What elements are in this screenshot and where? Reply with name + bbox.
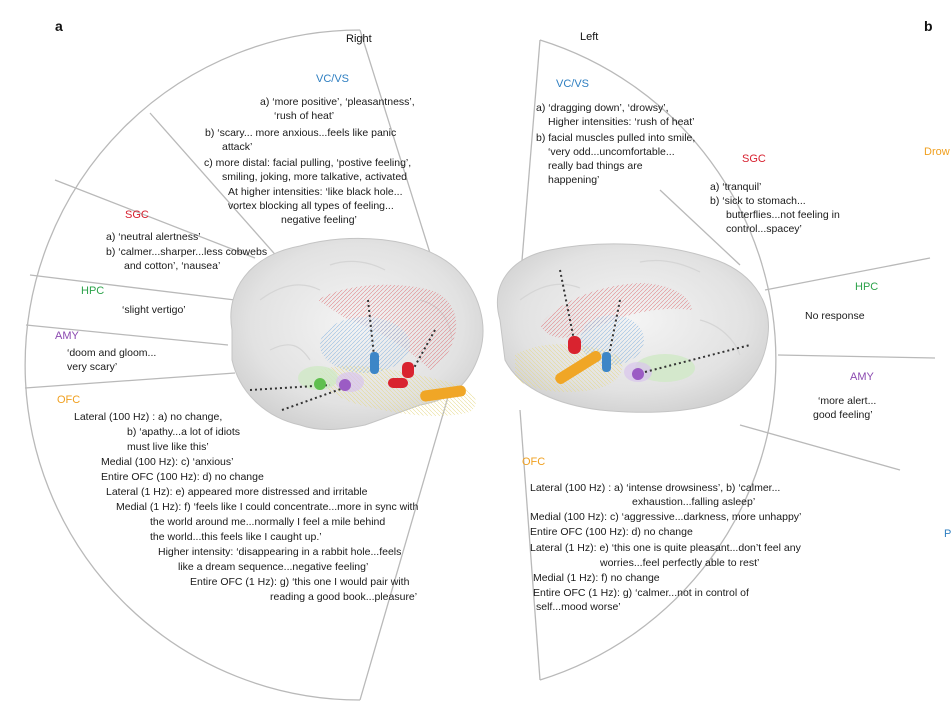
right-ofc-line: b) ‘apathy...a lot of idiots (127, 426, 241, 438)
right-vcvs-label: VC/VS (316, 73, 350, 85)
right-ofc-line: like a dream sequence...negative feeling… (178, 561, 369, 573)
panel-b-fragment-p: P (944, 528, 951, 540)
left-vcvs-label: VC/VS (556, 78, 590, 90)
right-ofc-line: Higher intensity: ‘disappearing in a rab… (158, 546, 402, 558)
right-ofc-line: Lateral (1 Hz): e) appeared more distres… (106, 486, 368, 498)
left-sgc-label: SGC (742, 153, 766, 165)
panel-label-a: a (55, 18, 63, 34)
left-ofc-label: OFC (522, 456, 546, 468)
right-ofc-line: the world around me...normally I feel a … (150, 516, 386, 528)
left-ofc-line: worries...feel perfectly able to rest’ (600, 557, 760, 569)
right-ofc-label: OFC (57, 394, 81, 406)
right-vcvs-line: attack’ (222, 141, 253, 153)
right-vcvs-line: c) more distal: facial pulling, ‘postive… (204, 157, 412, 169)
left-vcvs-line: happening’ (548, 174, 600, 186)
right-vcvs-line: b) ‘scary... more anxious...feels like p… (205, 127, 397, 139)
left-ofc-line: exhaustion...falling asleep’ (632, 496, 756, 508)
left-ofc-line: Lateral (1 Hz): e) ‘this one is quite pl… (530, 542, 801, 554)
right-sgc-line: b) ‘calmer...sharper...less cobwebs (106, 246, 268, 258)
left-ofc-line: Medial (1 Hz): f) no change (533, 572, 660, 584)
left-amy-label: AMY (850, 371, 874, 383)
left-hpc-line: No response (805, 310, 865, 322)
panel-b-fragment-drow: Drow (924, 146, 950, 158)
left-amy-line: ‘more alert... (818, 395, 877, 407)
right-brain (230, 237, 484, 431)
left-vcvs-line: really bad things are (548, 160, 643, 172)
right-amy-label: AMY (55, 330, 79, 342)
hemisphere-label-right: Right (346, 33, 372, 45)
right-sgc-line: and cotton’, ‘nausea’ (124, 260, 221, 272)
left-ofc-line: Entire OFC (1 Hz): g) ‘calmer...not in c… (533, 587, 749, 599)
left-vcvs-line: a) ‘dragging down’, ‘drowsy’, (536, 102, 669, 114)
left-sgc-line: butterflies...not feeling in (726, 209, 840, 221)
panel-label-b: b (924, 18, 933, 34)
right-ofc-line: Entire OFC (1 Hz): g) ‘this one I would … (190, 576, 410, 588)
left-ofc-line: Entire OFC (100 Hz): d) no change (530, 526, 693, 538)
left-amy-line: good feeling’ (813, 409, 873, 421)
left-vcvs-line: Higher intensities: ‘rush of heat’ (548, 116, 695, 128)
left-vcvs-line: ‘very odd...uncomfortable... (548, 146, 675, 158)
right-vcvs-line: negative feeling’ (281, 214, 357, 226)
right-ofc-line: must live like this’ (127, 441, 209, 453)
right-vcvs-line: smiling, joking, more talkative, activat… (222, 171, 407, 183)
right-vcvs-line: a) ‘more positive’, ‘pleasantness’, (260, 96, 415, 108)
left-vcvs-line: b) facial muscles pulled into smile, (536, 132, 696, 144)
left-sgc-line: b) ‘sick to stomach... (710, 195, 806, 207)
left-ofc-line: Medial (100 Hz): c) ‘aggressive...darkne… (530, 511, 802, 523)
right-ofc-line: Medial (100 Hz): c) ‘anxious’ (101, 456, 234, 468)
right-ofc-line: Medial (1 Hz): f) ‘feels like I could co… (116, 501, 419, 513)
left-ofc-line: Lateral (100 Hz) : a) ‘intense drowsines… (530, 482, 781, 494)
left-hpc-label: HPC (855, 281, 879, 293)
right-amy-line: ‘doom and gloom... (67, 347, 157, 359)
left-sgc-line: a) ‘tranquil’ (710, 181, 762, 193)
right-sgc-label: SGC (125, 209, 149, 221)
left-sgc-line: control...spacey’ (726, 223, 802, 235)
left-ofc-line: self...mood worse’ (536, 601, 621, 613)
right-ofc-line: Lateral (100 Hz) : a) no change, (74, 411, 223, 423)
right-vcvs-line: ‘rush of heat’ (274, 110, 335, 122)
right-sgc-line: a) ‘neutral alertness’ (106, 231, 201, 243)
right-hpc-line: ‘slight vertigo’ (122, 304, 186, 316)
right-ofc-line: Entire OFC (100 Hz): d) no change (101, 471, 264, 483)
right-amy-line: very scary’ (67, 361, 118, 373)
right-vcvs-line: vortex blocking all types of feeling... (228, 200, 394, 212)
right-ofc-line: reading a good book...pleasure’ (270, 591, 418, 603)
right-hpc-label: HPC (81, 285, 105, 297)
right-vcvs-line: At higher intensities: ‘like black hole.… (228, 186, 403, 198)
right-ofc-line: the world...this feels like I caught up.… (150, 531, 322, 543)
left-brain (496, 243, 769, 413)
hemisphere-label-left: Left (580, 31, 599, 43)
